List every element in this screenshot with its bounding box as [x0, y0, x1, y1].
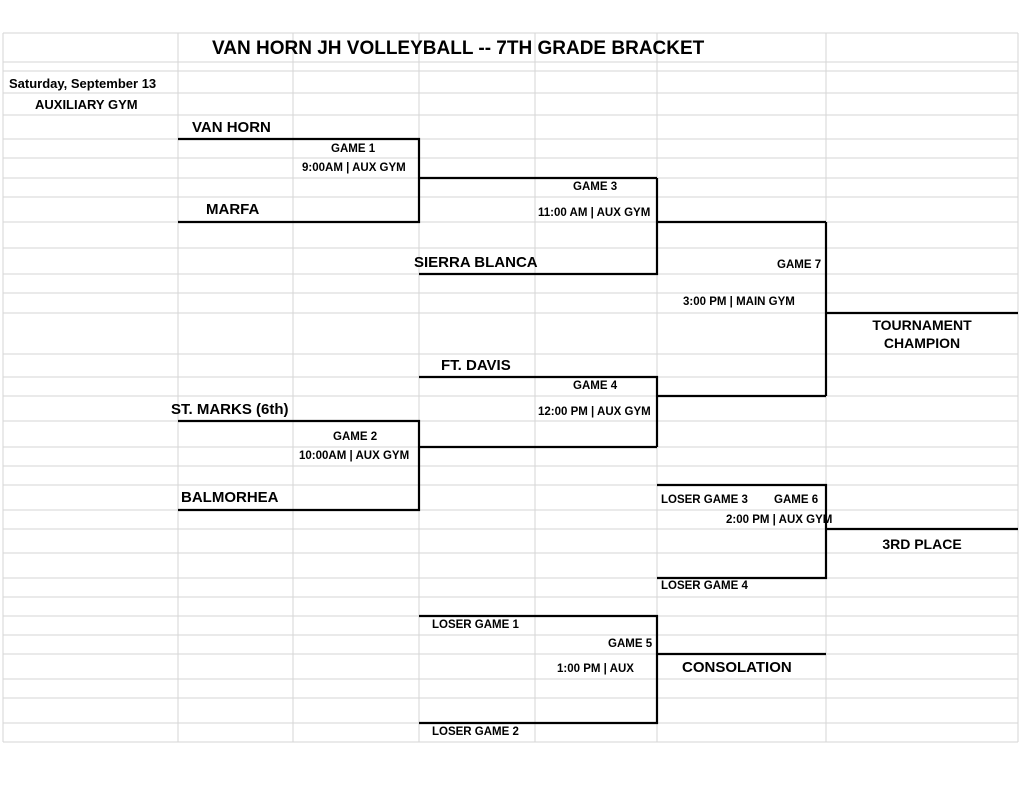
game2-bracket-line: [178, 419, 421, 512]
game4-bracket-line: [419, 375, 659, 447]
team-marfa: MARFA: [206, 201, 260, 218]
bracket-title: VAN HORN JH VOLLEYBALL -- 7TH GRADE BRAC…: [212, 38, 705, 59]
game4-label: GAME 4: [573, 380, 618, 392]
game6-bracket-line: [657, 483, 828, 580]
game6-label: GAME 6: [774, 494, 819, 506]
loser-game4-label: LOSER GAME 4: [661, 580, 748, 592]
game3-time: 11:00 AM | AUX GYM: [538, 207, 651, 219]
team-sierra-blanca: SIERRA BLANCA: [414, 254, 538, 271]
loser-game3-label: LOSER GAME 3: [661, 494, 748, 506]
team-st-marks: ST. MARKS (6th): [171, 401, 289, 418]
event-venue: AUXILIARY GYM: [35, 97, 138, 112]
game7-label: GAME 7: [777, 259, 822, 271]
game1-label: GAME 1: [331, 143, 376, 155]
game2-time: 10:00AM | AUX GYM: [299, 450, 410, 462]
champion-label-line2: CHAMPION: [883, 335, 961, 351]
game4-time: 12:00 PM | AUX GYM: [538, 406, 651, 418]
team-balmorhea: BALMORHEA: [181, 489, 279, 506]
game6-time: 2:00 PM | AUX GYM: [726, 514, 833, 526]
game2-label: GAME 2: [333, 431, 378, 443]
loser-game2-label: LOSER GAME 2: [432, 726, 519, 738]
event-date: Saturday, September 13: [9, 76, 157, 91]
team-ft-davis: FT. DAVIS: [441, 357, 511, 374]
game3-bracket-line: [419, 178, 659, 276]
game3-label: GAME 3: [573, 181, 618, 193]
game1-time: 9:00AM | AUX GYM: [302, 162, 406, 174]
game7-time: 3:00 PM | MAIN GYM: [683, 296, 795, 308]
consolation-label: CONSOLATION: [682, 659, 792, 676]
champion-label-line1: TOURNAMENT: [872, 317, 972, 333]
loser-game1-label: LOSER GAME 1: [432, 619, 519, 631]
game5-bracket-line: [419, 614, 659, 725]
game1-bracket-line: [178, 137, 421, 224]
game5-label: GAME 5: [608, 638, 653, 650]
game5-time: 1:00 PM | AUX: [557, 663, 634, 675]
third-place-label: 3RD PLACE: [882, 536, 962, 552]
team-van-horn: VAN HORN: [192, 119, 271, 136]
